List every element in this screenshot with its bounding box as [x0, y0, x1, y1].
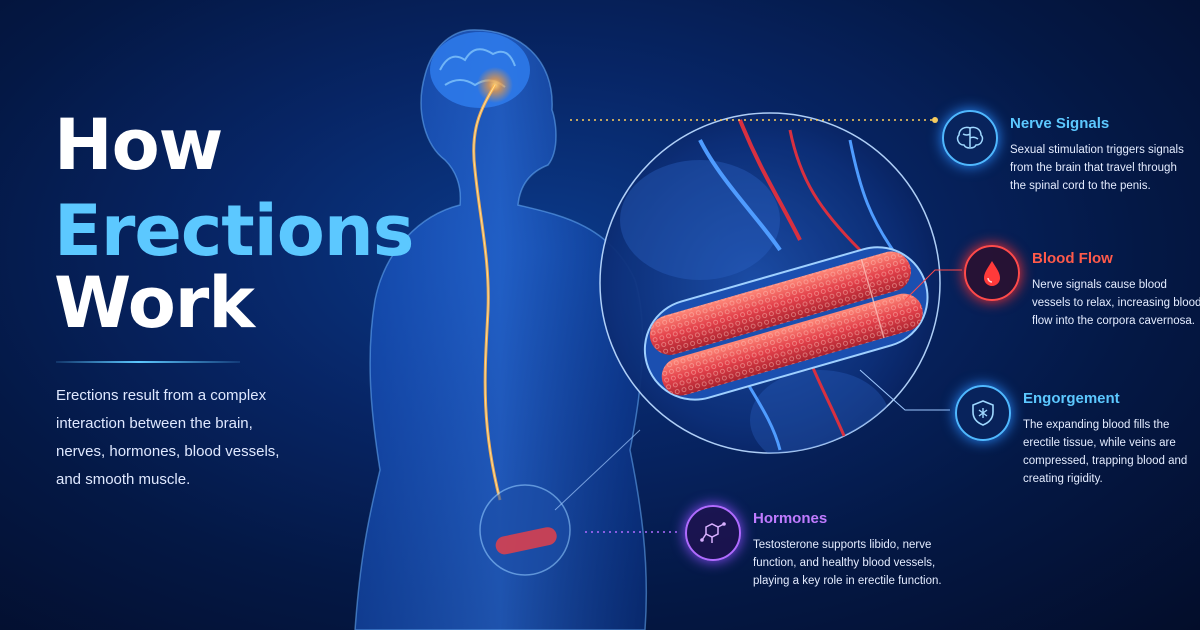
brain-shape [430, 32, 530, 108]
human-body-figure [354, 29, 648, 630]
molecule-icon [685, 505, 741, 561]
brain-icon [942, 110, 998, 166]
blood-connector [904, 269, 962, 301]
title-line-3: Work [54, 262, 255, 344]
title-line-2: Erections [54, 190, 414, 272]
hormones-text: Testosterone supports libido, nerve func… [753, 539, 942, 587]
title-divider [56, 361, 240, 363]
intro-text: Erections result from a complex interact… [56, 387, 280, 488]
engorgement-text: The expanding blood fills the erectile t… [1023, 419, 1188, 485]
hormones-title: Hormones [753, 510, 828, 527]
blood-flow-text: Nerve signals cause blood vessels to rel… [1032, 279, 1200, 327]
engorgement-title: Engorgement [1023, 390, 1120, 407]
shield-icon [955, 385, 1011, 441]
nerve-signals-text: Sexual stimulation triggers signals from… [1010, 144, 1184, 192]
blood-drop-icon [964, 245, 1020, 301]
blood-flow-title: Blood Flow [1032, 250, 1113, 267]
title-line-1: How [54, 104, 223, 186]
magnified-anatomy-circle [599, 112, 941, 454]
nerve-signals-title: Nerve Signals [1010, 115, 1110, 132]
engorgement-connector [859, 369, 950, 411]
